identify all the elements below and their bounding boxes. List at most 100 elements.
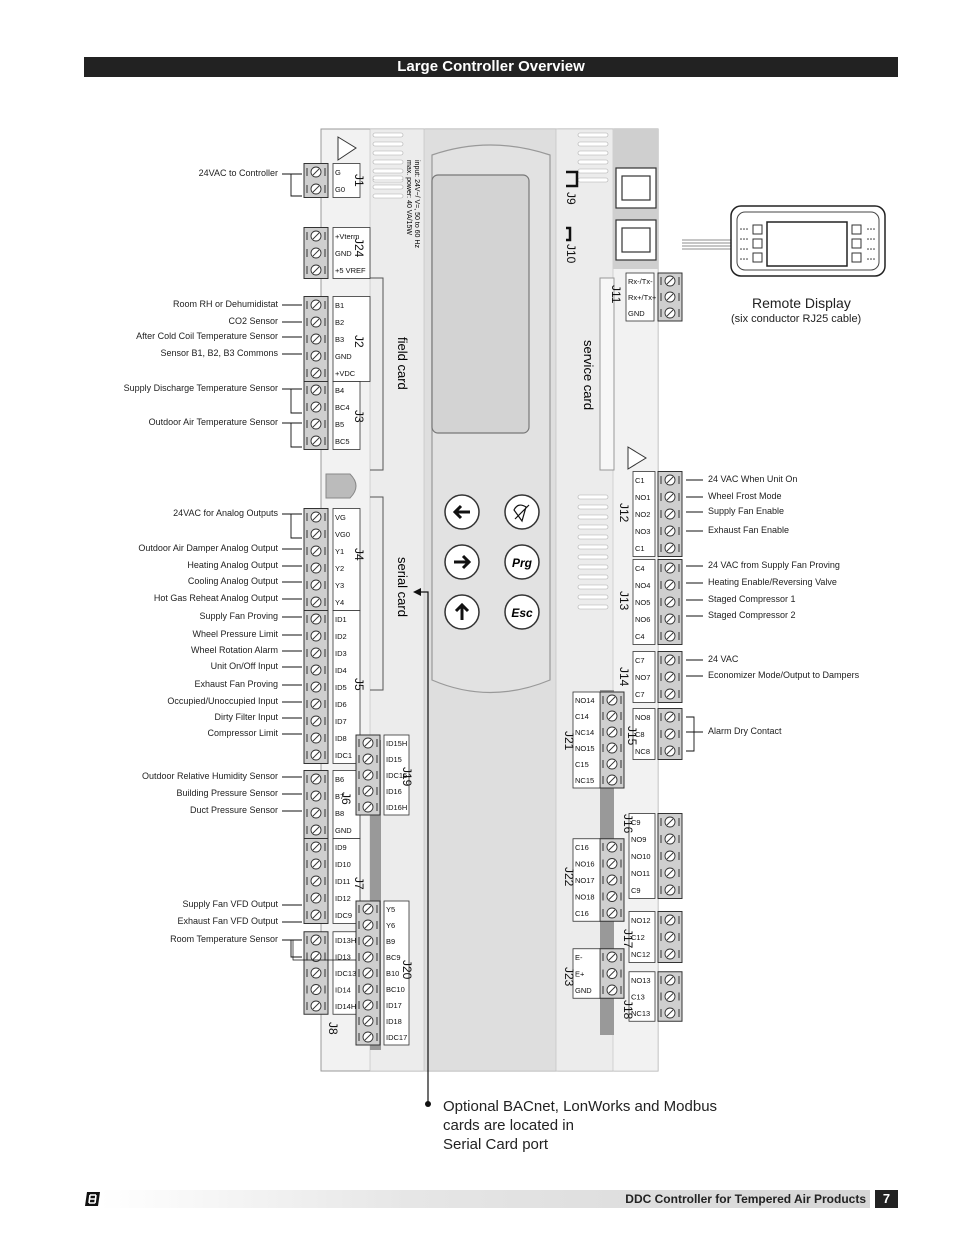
terminal-label: E- [575,953,583,962]
screw-slot [312,877,320,885]
terminal-label: BC4 [335,403,350,412]
screw-slot [608,696,616,704]
leader-bracket [686,716,703,752]
jack-label-j7: J7 [352,877,366,890]
rj-jacks [566,167,657,261]
screw-slot [312,666,320,674]
terminal-label: +Vterm [335,232,359,241]
left-connection-label: Dirty Filter Input [214,712,278,722]
terminal-plug[interactable] [599,691,625,789]
esc-button-label: Esc [511,606,533,620]
screw-slot [666,581,674,589]
screw-slot [364,755,372,763]
terminal-label: Y6 [386,921,395,930]
triangle-icon [627,446,647,470]
terminal-label: BC10 [386,985,405,994]
button-pad: Prg Esc [444,494,540,630]
prg-button-label: Prg [512,556,533,570]
j10-rj-jack[interactable] [615,219,657,261]
footer-bar [100,1190,870,1208]
screw-slot [364,969,372,977]
screw-slot [608,760,616,768]
terminal-label: GND [335,352,352,361]
jack-label-j2: J2 [352,335,366,348]
terminal-label: NO7 [635,673,650,682]
screw-slot [608,986,616,994]
esc-button[interactable] [504,594,540,630]
triangle-icon [337,136,357,161]
right-connection-label: Wheel Frost Mode [708,491,782,501]
left-connection-label: Cooling Analog Output [187,576,278,586]
screw-slot [312,936,320,944]
terminal-label: E+ [575,970,585,979]
leader-bracket [292,940,356,961]
terminal-label: GND [335,249,352,258]
terminal-label: ID13H [335,936,356,945]
j9-rj-jack[interactable] [615,167,657,209]
jack-label-j3: J3 [352,410,366,423]
jack-label-j6: J6 [339,792,353,805]
terminal-label: ID15H [386,739,407,748]
screw-slot [312,266,320,274]
screw-slot [364,803,372,811]
terminal-label: C14 [575,712,589,721]
terminal-label: NO15 [575,744,595,753]
screw-slot [312,775,320,783]
footer-text: DDC Controller for Tempered Air Products [625,1192,866,1206]
right-connection-label: Economizer Mode/Output to Dampers [708,670,860,680]
screw-slot [364,921,372,929]
terminal-label: NO1 [635,493,650,502]
terminal-label: ID2 [335,632,347,641]
right-connection-label: Supply Fan Enable [708,506,785,516]
jack-label-j23: J23 [562,967,576,987]
terminal-label: C7 [635,656,645,665]
screw-slot [666,1009,674,1017]
left-connection-label: Outdoor Air Temperature Sensor [148,417,278,427]
terminal-label: C16 [575,843,589,852]
screw-slot [312,792,320,800]
screw-slot [608,776,616,784]
terminal-label: NO14 [575,696,595,705]
terminal-label: NC14 [575,728,594,737]
leader-bracket [290,514,302,539]
screw-slot [312,598,320,606]
left-connection-label: Supply Discharge Temperature Sensor [123,383,278,393]
screw-slot [312,683,320,691]
terminal-label: C4 [635,564,645,573]
screw-slot [364,1001,372,1009]
page-number: 7 [875,1190,898,1208]
serial-card-label: serial card [395,557,410,617]
screw-slot [666,869,674,877]
terminal-label: NO3 [635,527,650,536]
screw-slot [364,905,372,913]
leader-bracket [290,940,302,958]
remote-display [682,205,886,277]
left-connection-label: Wheel Rotation Alarm [190,645,278,655]
terminal-label: Rx-/Tx- [628,277,653,286]
screw-slot [312,301,320,309]
left-connection-label: Sensor B1, B2, B3 Commons [160,348,278,358]
screw-slot [364,1033,372,1041]
terminal-plug[interactable] [303,508,329,611]
screw-slot [364,937,372,945]
screw-slot [666,527,674,535]
terminal-label: NO2 [635,510,650,519]
screw-slot [312,352,320,360]
screw-slot [666,993,674,1000]
screw-slot [364,771,372,779]
jack-label-j24: J24 [352,238,366,258]
terminal-label: NO5 [635,598,650,607]
terminal-label: ID4 [335,666,347,675]
terminal-label: BC9 [386,953,401,962]
right-connection-label: 24 VAC [708,654,739,664]
left-connection-label: Hot Gas Reheat Analog Output [153,593,278,603]
terminal-label: NO11 [631,869,650,878]
screw-slot [608,909,616,917]
screw-slot [312,547,320,555]
prg-button[interactable] [504,544,540,580]
terminal-label: B9 [386,937,395,946]
terminal-label: IDC9 [335,911,352,920]
